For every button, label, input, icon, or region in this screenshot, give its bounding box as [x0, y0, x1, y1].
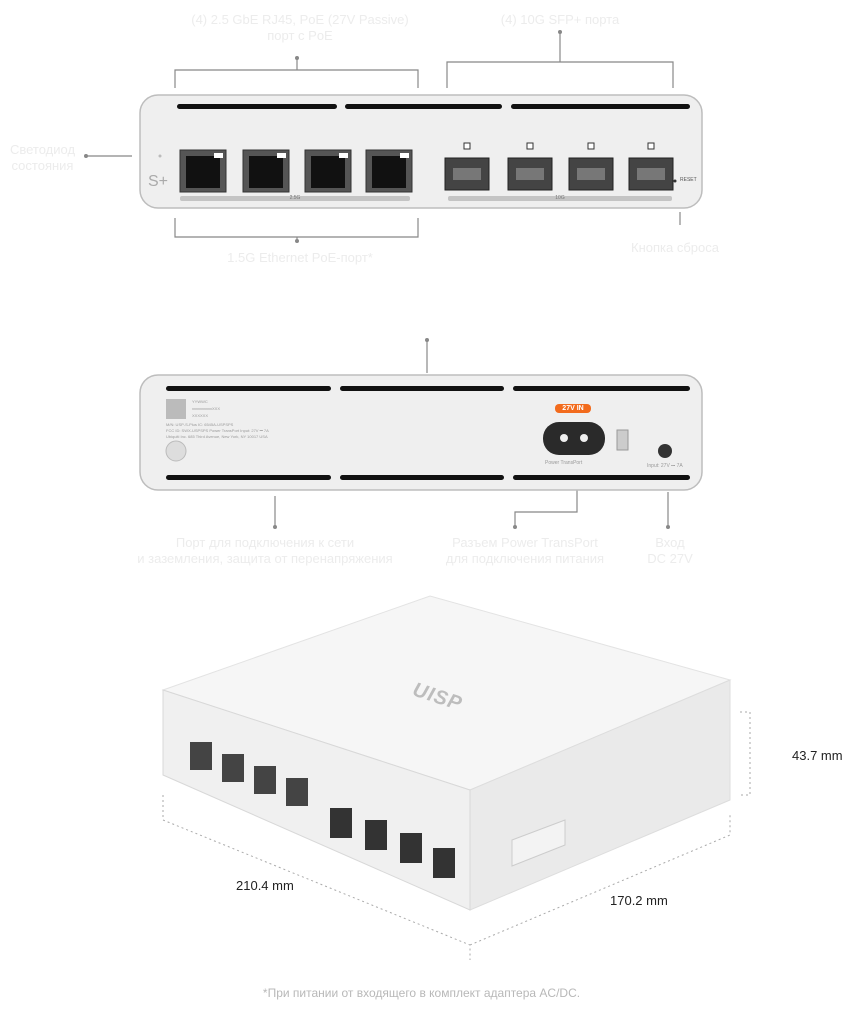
device-3d	[161, 595, 751, 960]
label-reset: Кнопка сброса	[631, 240, 719, 255]
ground-screw-icon	[165, 440, 187, 462]
sfp-port	[568, 142, 614, 191]
iso-rj45-port	[190, 742, 212, 770]
power-badge-text: 27V IN	[562, 405, 584, 412]
label-sfp-ports: (4) 10G SFP+ порта	[500, 12, 620, 27]
front-logo: S+	[148, 173, 169, 190]
reset-button[interactable]	[673, 179, 677, 183]
group-label-10g: 10G	[555, 195, 565, 201]
group-label-2-5g: 2.5G	[289, 195, 301, 201]
input-text: Input: 27V ⎓ 7A	[647, 463, 683, 469]
label-line: FCC ID: SWX-USPSPS Power TransPort Input…	[166, 428, 269, 433]
iso-rj45-port	[286, 778, 308, 806]
label-grounding: Порт для подключения к сети и заземления…	[137, 535, 393, 566]
back-panel	[139, 338, 703, 529]
power-transport-connector	[543, 422, 605, 455]
label-line: M/N: USP-S-Plus IC: 6545A-USPSPS	[166, 422, 234, 427]
dimension-width: 210.4 mm	[236, 878, 294, 893]
lock-slider	[616, 429, 629, 451]
iso-rj45-port	[254, 766, 276, 794]
label-power-transport: Разъем Power TransPort для подключения п…	[445, 535, 605, 566]
dimension-guides	[162, 711, 751, 960]
dc-jack	[658, 444, 672, 458]
label-line: xxxxxxxxxxXXX	[192, 406, 221, 411]
label-status-led: Светодиод состояния	[9, 142, 76, 173]
reset-text: RESET	[680, 177, 697, 183]
rj45-port	[242, 149, 290, 193]
iso-sfp-port	[365, 820, 387, 850]
group-bar-10g	[448, 196, 672, 201]
footnote: *При питании от входящего в комплект ада…	[262, 986, 581, 1000]
iso-ports	[190, 742, 455, 878]
label-line: Ubiquiti Inc. 685 Third Avenue, New York…	[166, 434, 268, 439]
power-transport-text: Power TransPort	[545, 460, 583, 466]
label-poe-note: 1.5G Ethernet PoE-порт*	[227, 250, 373, 265]
regulatory-label: YYWWC xxxxxxxxxxXXX XXXXXX	[192, 398, 220, 419]
sfp-port	[444, 142, 490, 191]
regulatory-text: M/N: USP-S-Plus IC: 6545A-USPSPS FCC ID:…	[166, 422, 269, 440]
rj45-port	[304, 149, 352, 193]
group-bar-2-5g	[180, 196, 410, 201]
qr-code-icon	[166, 399, 186, 419]
label-line: YYWWC	[192, 399, 208, 404]
rj45-port	[365, 149, 413, 193]
label-line: XXXXXX	[192, 413, 209, 418]
dimension-height: 43.7 mm	[792, 748, 843, 763]
iso-sfp-port	[400, 833, 422, 863]
iso-sfp-port	[330, 808, 352, 838]
iso-sfp-port	[433, 848, 455, 878]
status-led	[158, 154, 162, 158]
dimension-depth: 170.2 mm	[610, 893, 668, 908]
front-panel	[84, 30, 703, 243]
label-dc-input: Вход DC 27V	[647, 535, 693, 566]
sfp-port	[628, 142, 674, 191]
sfp-port	[507, 142, 553, 191]
iso-rj45-port	[222, 754, 244, 782]
power-badge	[555, 404, 591, 413]
sfp-ports	[444, 142, 674, 191]
rj45-ports	[179, 149, 413, 193]
rj45-port	[179, 149, 227, 193]
label-rj45-ports: (4) 2.5 GbE RJ45, PoE (27V Passive) порт…	[191, 12, 409, 43]
